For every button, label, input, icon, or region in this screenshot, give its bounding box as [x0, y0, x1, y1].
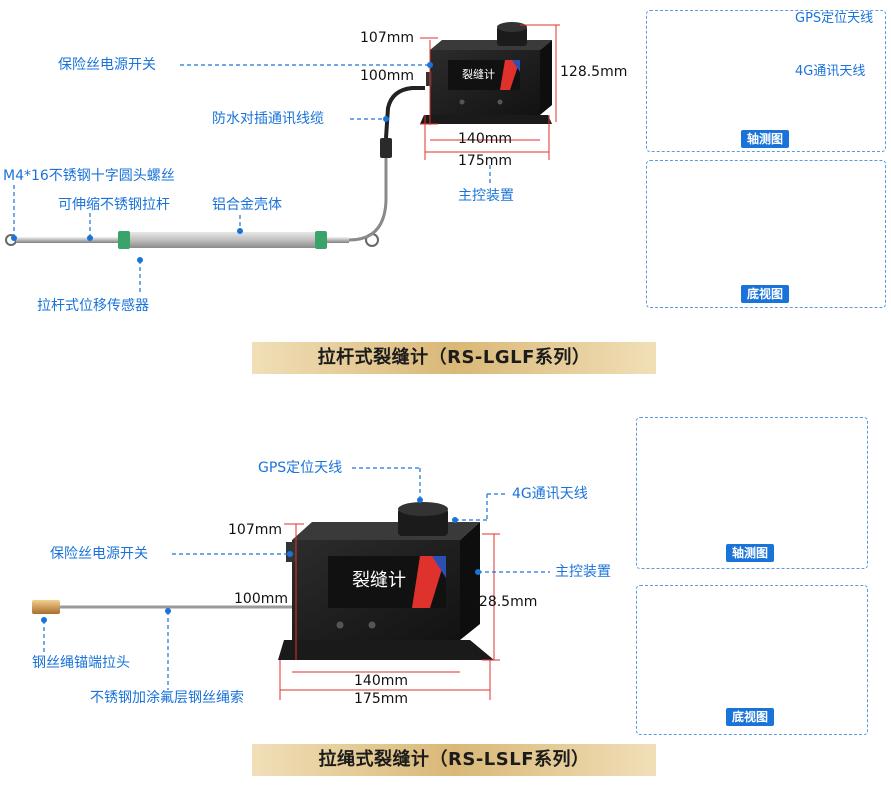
top-axonometric-panel [646, 10, 886, 152]
4g-label-bottom: 4G通讯天线 [512, 486, 588, 502]
dim-100-bottom: 100mm [234, 591, 288, 607]
4g-label-top: 4G通讯天线 [795, 64, 866, 79]
bottom-main-unit: 裂缝计 [278, 502, 494, 660]
dim-128-bottom: 128.5mm [470, 594, 538, 610]
aluminum-tube [130, 232, 315, 248]
waterproof-connector [380, 138, 392, 158]
dim-175-bottom: 175mm [354, 691, 408, 707]
device-name-text-large: 裂缝计 [352, 570, 406, 591]
fuse-switch-label: 保险丝电源开关 [58, 57, 156, 73]
gps-label-top: GPS定位天线 [795, 11, 874, 26]
dim-175-top: 175mm [458, 153, 512, 169]
series-banner-bottom: 拉绳式裂缝计（RS-LSLF系列） [252, 744, 656, 776]
rod-label: 可伸缩不锈钢拉杆 [58, 197, 170, 213]
axonometric-tag-bottom: 轴测图 [726, 544, 775, 562]
main-unit-label: 主控装置 [458, 188, 514, 204]
sensor-label: 拉杆式位移传感器 [37, 298, 149, 314]
dim-140-bottom: 140mm [354, 673, 408, 689]
axonometric-tag-top: 轴测图 [741, 130, 790, 148]
dim-107-bottom: 107mm [228, 522, 282, 538]
bottom-cable-assembly [32, 600, 292, 614]
bottomview-tag-bottom: 底视图 [726, 708, 775, 726]
top-bottomview-panel [646, 160, 886, 308]
anchor-head [32, 600, 60, 614]
dim-140-top: 140mm [458, 131, 512, 147]
housing-label: 铝合金壳体 [212, 197, 282, 213]
bottom-axonometric-panel [636, 417, 868, 569]
green-end-cap [118, 231, 130, 249]
anchor-label: 钢丝绳锚端拉头 [32, 655, 130, 671]
top-sensor-assembly [5, 86, 425, 249]
fuse-switch-label-bottom: 保险丝电源开关 [50, 546, 148, 562]
dim-100-top: 100mm [360, 68, 414, 84]
top-main-unit: 裂缝计 [420, 22, 552, 124]
waterproof-cable-label: 防水对插通讯线缆 [212, 111, 324, 127]
main-unit-label-bottom: 主控装置 [555, 564, 611, 580]
dim-128-top: 128.5mm [560, 64, 628, 80]
cable-label: 不锈钢加涂氟层钢丝绳索 [90, 690, 244, 706]
device-name-text: 裂缝计 [462, 67, 495, 81]
top-dimension-lines [420, 24, 560, 160]
dim-107-top: 107mm [360, 30, 414, 46]
gps-label-bottom: GPS定位天线 [258, 460, 343, 476]
telescopic-rod [16, 237, 120, 243]
bottomview-tag-top: 底视图 [741, 285, 790, 303]
bottom-dimension-lines [279, 523, 500, 700]
series-banner-top: 拉杆式裂缝计（RS-LGLF系列） [252, 342, 656, 374]
screw-label: M4*16不锈钢十字圆头螺丝 [3, 168, 175, 184]
